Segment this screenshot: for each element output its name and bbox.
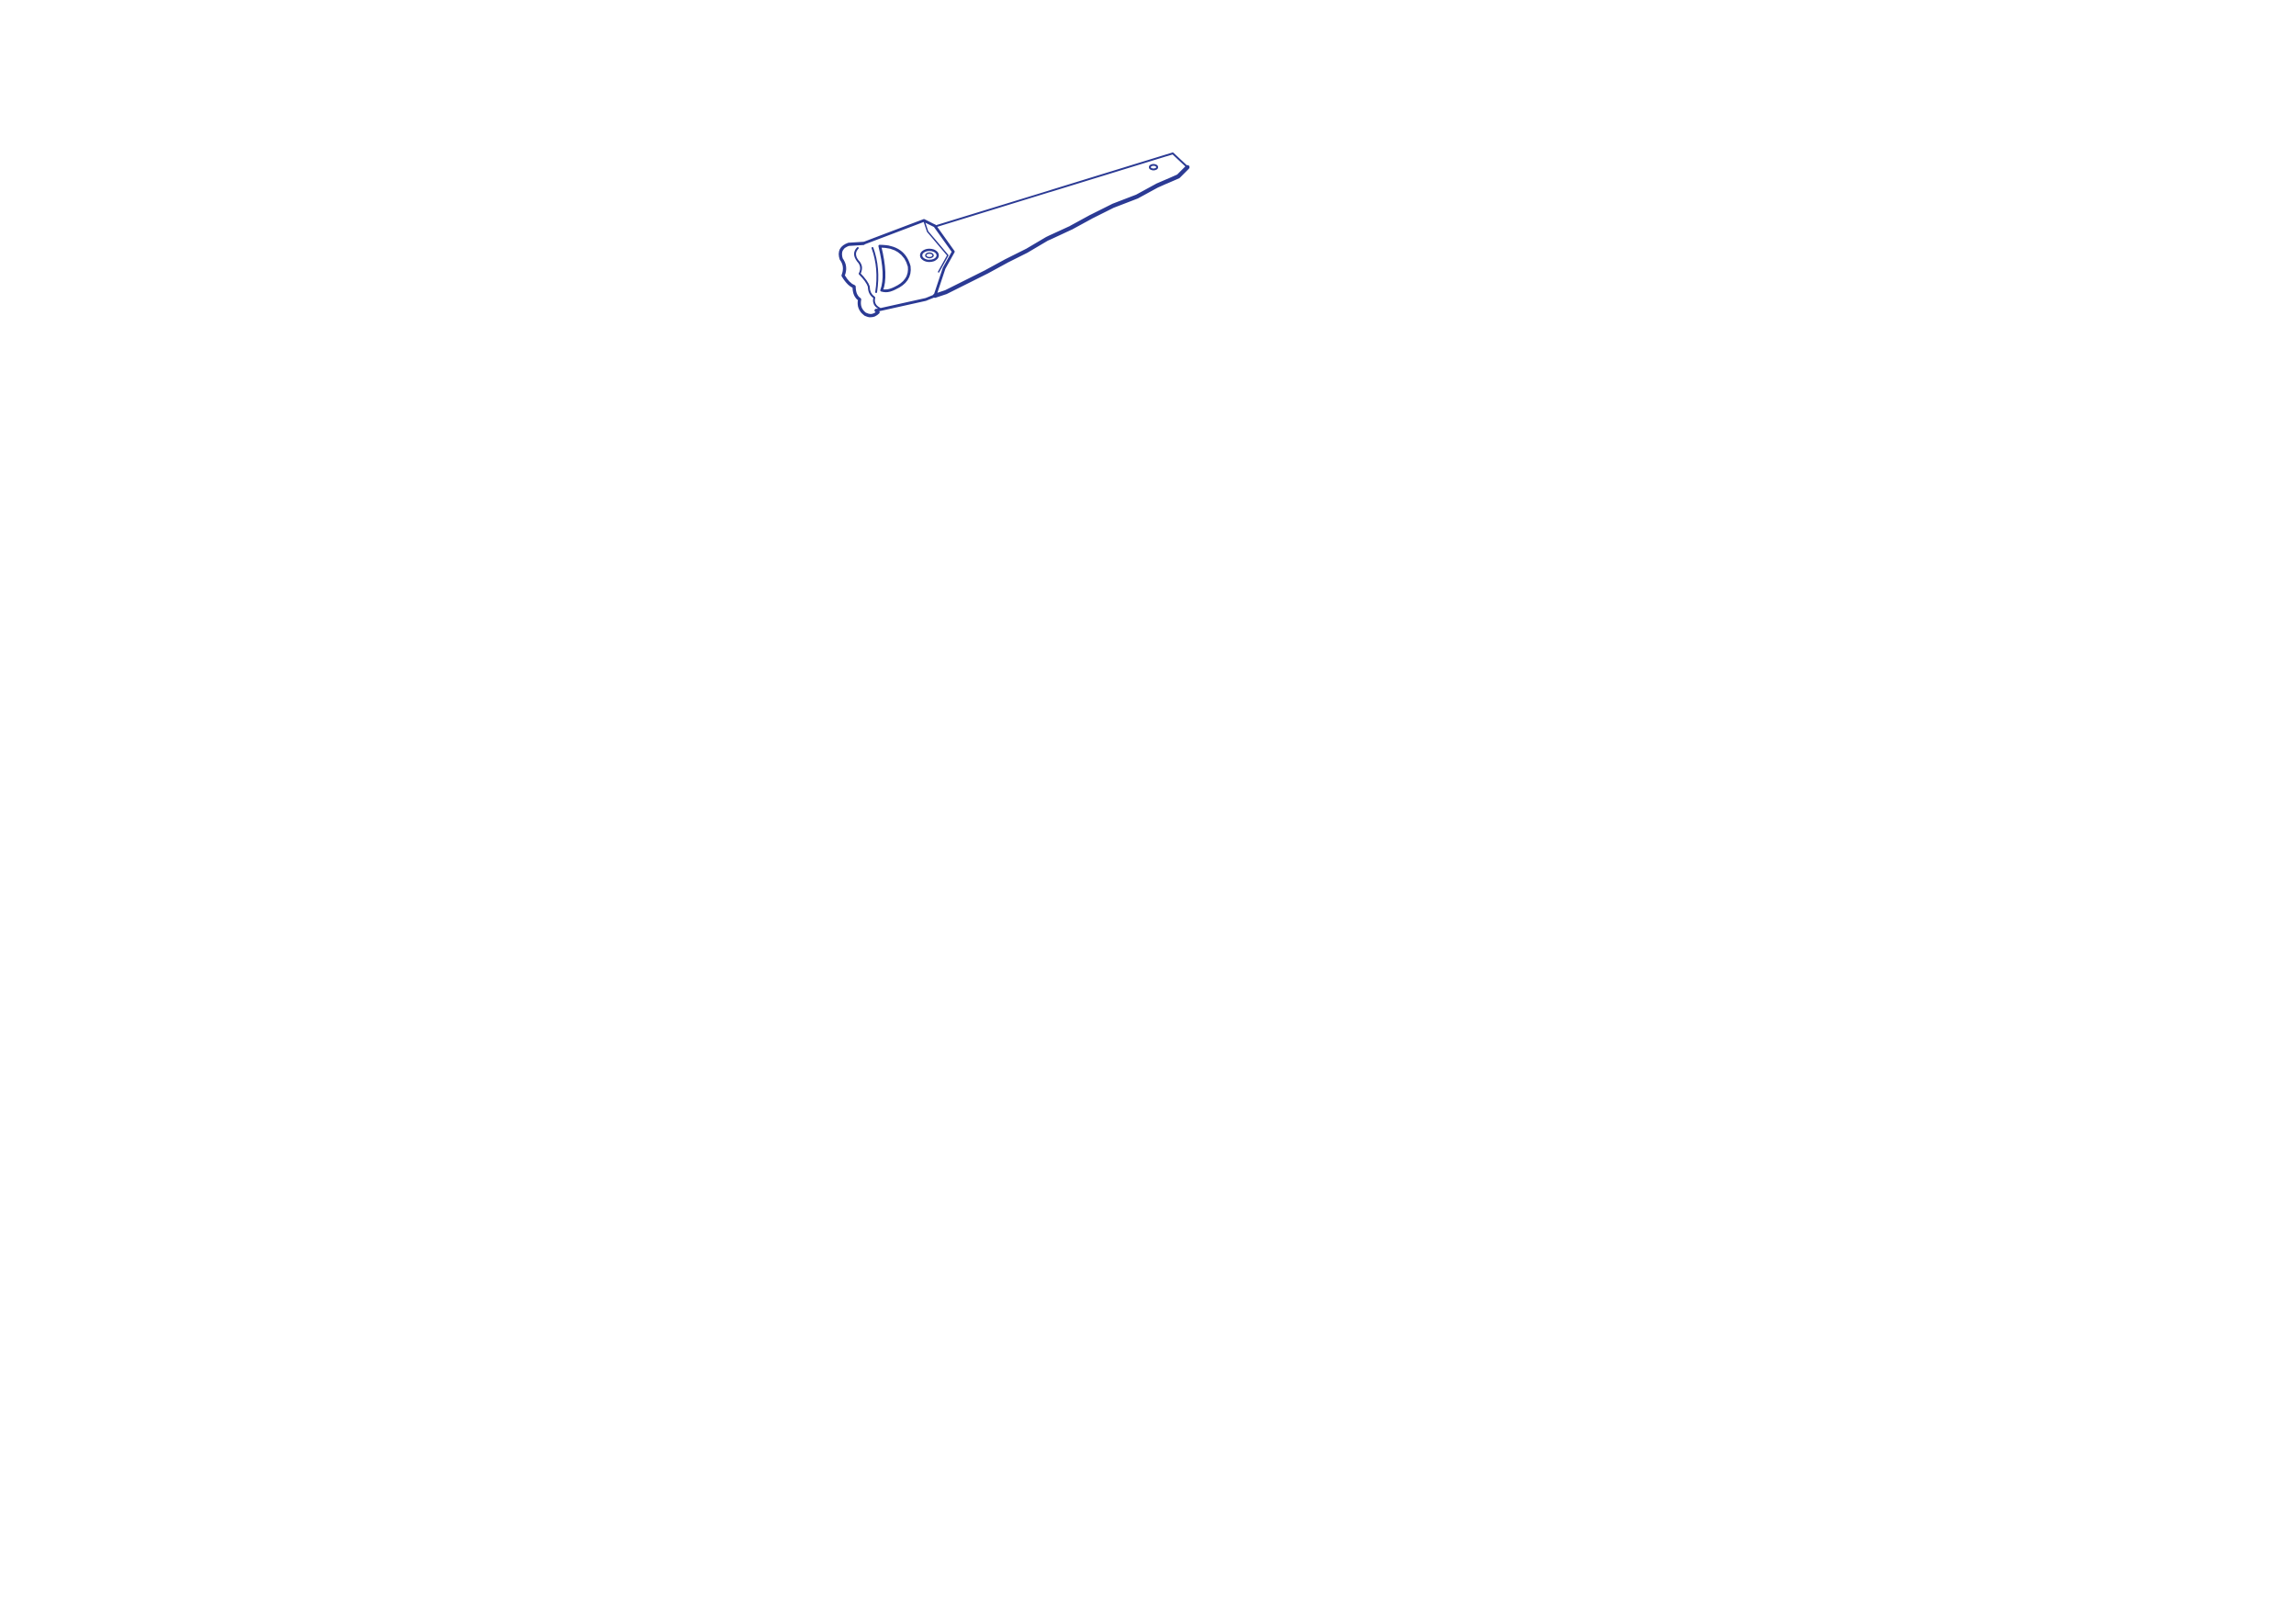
saw-handle-plate-inner: [923, 220, 949, 273]
saw-handle-plate: [861, 219, 955, 312]
saw-handle-grip-inner: [854, 247, 881, 310]
saw-handle-rivet: [919, 248, 940, 263]
saw-handle-grip: [838, 242, 880, 318]
saw-handle-opening: [878, 244, 911, 293]
saw-blade-back-edge: [936, 152, 1188, 227]
saw-blade-hole: [1149, 164, 1158, 171]
saw-blade-teeth-edge: [932, 164, 1190, 299]
